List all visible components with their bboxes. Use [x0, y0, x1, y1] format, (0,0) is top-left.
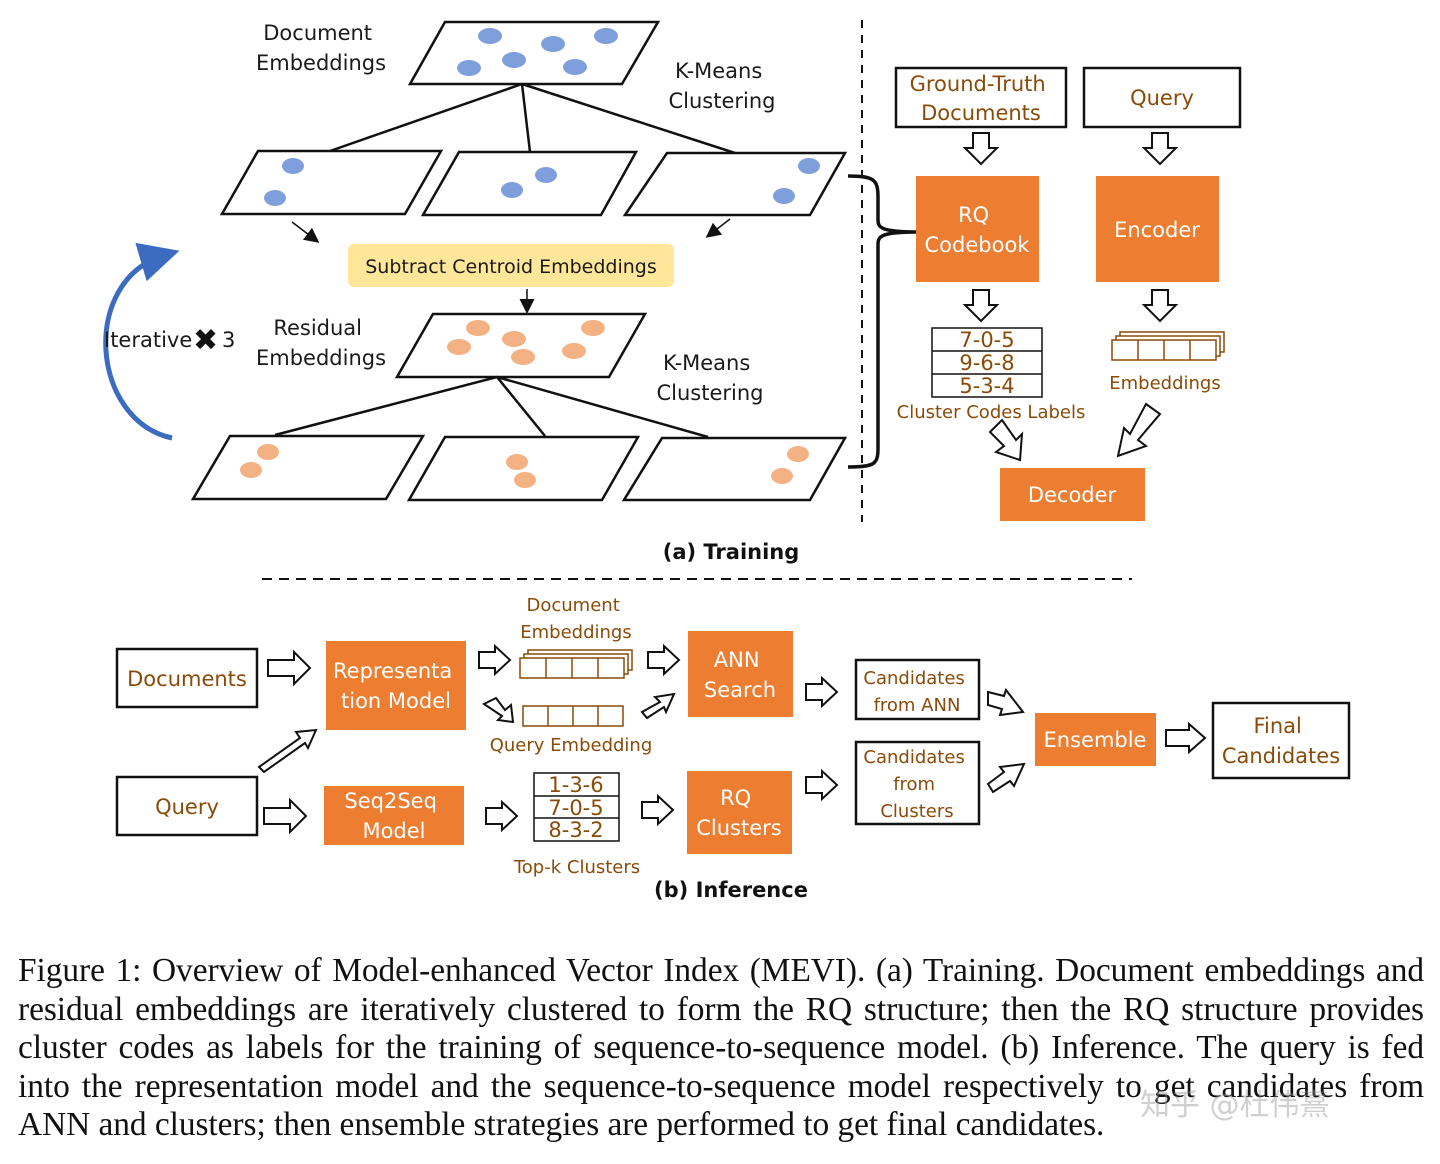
cluster-plane-1b [420, 150, 639, 217]
rq-codebook-label: RQ Codebook [925, 203, 1031, 257]
times-icon: ✖ [193, 323, 218, 358]
seq2seq-model-box [324, 786, 464, 845]
cluster-tree-1 [329, 82, 736, 155]
query-label-inference: Query [155, 795, 219, 819]
residual-embeddings-label: Residual Embeddings [256, 316, 386, 370]
cluster-plane-2b [406, 435, 641, 502]
embeddings-caption: Embeddings [1109, 373, 1220, 394]
orange-dots-residual [447, 320, 605, 365]
ann-search-box [688, 631, 793, 717]
cluster-plane-2a [190, 434, 426, 501]
training-panel: Document Embeddings K-Means Clustering S… [103, 20, 1242, 564]
topk-codes-table: 1-3-6 7-0-5 8-3-2 [533, 772, 620, 842]
doc-embedding-plane [407, 20, 661, 86]
candidates-ann-box [854, 658, 981, 721]
doc-embeddings-label: Document Embeddings [256, 21, 386, 75]
ground-truth-label: Ground-Truth Documents [910, 72, 1053, 125]
inference-caption: (b) Inference [654, 878, 808, 902]
ensemble-box [1035, 713, 1156, 766]
subtract-centroid-label: Subtract Centroid Embeddings [365, 256, 657, 278]
representation-model-label: Representa tion Model [333, 659, 459, 713]
arrow-to-subtract-left [291, 221, 320, 243]
iterative-count: 3 [222, 328, 235, 352]
encoder-label: Encoder [1114, 218, 1200, 242]
inference-panel: Documents Query Representa tion Model [115, 595, 1351, 902]
topk-clusters-label: Top-k Clusters [513, 857, 640, 878]
ground-truth-box [894, 66, 1068, 129]
subtract-centroid-box [348, 244, 674, 287]
cluster-plane-1a [219, 149, 444, 216]
cluster-codes-labels-caption: Cluster Codes Labels [897, 402, 1086, 423]
code-row: 9-6-8 [959, 351, 1014, 375]
right-arrows-inference [263, 643, 1207, 835]
cluster-plane-2c [621, 436, 848, 502]
kmeans-label-2: K-Means Clustering [656, 351, 763, 405]
down-arrows-training [962, 132, 1179, 323]
blue-dots-clusters [264, 158, 820, 206]
iterative-arrow [103, 242, 180, 441]
query-box-training [1082, 66, 1242, 129]
cluster-tree-2 [274, 375, 709, 439]
rq-codebook-box [916, 176, 1039, 282]
document-embeddings-label: Document Embeddings [520, 595, 631, 643]
encoder-box [1096, 176, 1219, 282]
arrow-to-subtract-right [705, 218, 731, 238]
kmeans-label-1: K-Means Clustering [668, 59, 775, 113]
documents-box [115, 647, 259, 709]
document-embeddings-stack-icon [519, 649, 633, 679]
training-caption: (a) Training [663, 540, 800, 564]
candidates-clusters-label: Candidates from Clusters [863, 747, 970, 822]
blue-dots-top [457, 28, 618, 76]
query-box-inference [115, 775, 259, 837]
iterative-label: Iterative [104, 328, 192, 352]
arrows-to-decoder [988, 402, 1162, 462]
candidates-ann-label: Candidates from ANN [863, 668, 970, 716]
rq-clusters-box [687, 771, 792, 854]
query-embedding-label: Query Embedding [490, 735, 653, 756]
decoder-label: Decoder [1028, 483, 1117, 507]
watermark: 知乎 @杜伟熹 [1140, 1088, 1330, 1123]
topk-code-row: 8-3-2 [548, 818, 603, 842]
topk-code-row: 1-3-6 [548, 773, 603, 797]
seq2seq-model-label: Seq2Seq Model [344, 789, 443, 843]
brace [847, 174, 919, 469]
documents-label: Documents [127, 667, 247, 691]
embeddings-stack-icon [1111, 331, 1225, 361]
query-embedding-icon [522, 705, 624, 727]
cluster-codes-table: 7-0-5 9-6-8 5-3-4 [931, 327, 1043, 398]
final-candidates-label: Final Candidates [1222, 714, 1340, 768]
final-candidates-box [1211, 701, 1351, 780]
orange-dots-clusters [240, 444, 809, 488]
topk-code-row: 7-0-5 [548, 796, 603, 820]
mevi-figure: Document Embeddings K-Means Clustering S… [103, 20, 1351, 902]
candidates-clusters-box [854, 740, 981, 826]
representation-model-box [326, 641, 466, 730]
code-row: 7-0-5 [959, 328, 1014, 352]
ann-search-label: ANN Search [704, 648, 776, 702]
decoder-box [1000, 468, 1145, 521]
ensemble-label: Ensemble [1044, 728, 1147, 752]
figure-caption: Figure 1: Overview of Model-enhanced Vec… [18, 952, 1424, 1144]
query-label-training: Query [1130, 86, 1194, 110]
diagonal-arrows-inference [257, 687, 1026, 794]
residual-plane [394, 312, 648, 379]
code-row: 5-3-4 [959, 374, 1014, 398]
rq-clusters-label: RQ Clusters [696, 786, 781, 840]
